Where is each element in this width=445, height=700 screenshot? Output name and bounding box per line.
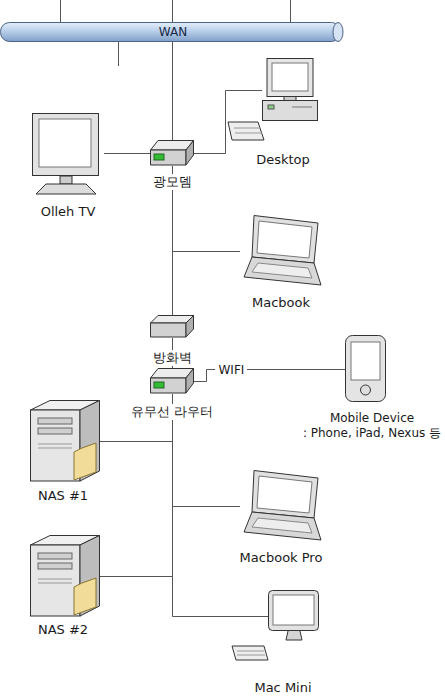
- nas-server: NAS #1: [30, 400, 100, 482]
- macmini-icon: [268, 590, 320, 642]
- server-icon: [30, 535, 100, 617]
- network-link: [104, 153, 150, 154]
- wan-tap-line: [172, 0, 173, 23]
- tv-icon: [32, 113, 104, 195]
- device-label: 유무선 라우터: [131, 404, 213, 420]
- wan-tap-line: [290, 0, 291, 23]
- firewall-device: 방화벽: [150, 315, 194, 338]
- firewall-icon: [150, 315, 194, 338]
- laptop-icon: [240, 215, 322, 287]
- network-link: [172, 42, 173, 140]
- device-label: : Phone, iPad, Nexus 등: [303, 426, 441, 441]
- link-label: WIFI: [215, 363, 247, 377]
- label-holder: Olleh TV: [39, 204, 98, 220]
- device-label: Macbook: [252, 295, 310, 311]
- label-holder: Mobile Device: Phone, iPad, Nexus 등: [301, 411, 443, 441]
- device-label: NAS #1: [38, 488, 88, 504]
- device-label: NAS #2: [38, 622, 88, 638]
- device-label: Mobile Device: [303, 411, 441, 426]
- wan-tap-line: [60, 0, 61, 23]
- iptv-set: Olleh TV: [32, 113, 104, 195]
- mobile-device: Mobile Device: Phone, iPad, Nexus 등: [345, 335, 387, 403]
- device-label: Olleh TV: [41, 204, 96, 220]
- wan-tap-line: [118, 41, 119, 66]
- modem-icon: [150, 368, 194, 394]
- label-holder: Mac Mini: [252, 680, 313, 696]
- label-holder: Desktop: [254, 152, 312, 168]
- server-icon: [30, 400, 100, 482]
- modem-icon: [150, 140, 194, 166]
- laptop: Macbook: [240, 215, 322, 287]
- label-holder: NAS #2: [36, 622, 90, 638]
- desktop-computer: Desktop: [262, 58, 318, 122]
- nas-server: NAS #2: [30, 535, 100, 617]
- device-label: Desktop: [256, 152, 310, 168]
- device-label: 방화벽: [153, 350, 192, 366]
- label-holder: NAS #1: [36, 488, 90, 504]
- label-holder: 유무선 라우터: [129, 404, 215, 420]
- laptop: Macbook Pro: [240, 470, 322, 542]
- label-holder: 광모뎀: [151, 174, 194, 190]
- wan-band: WAN: [0, 22, 346, 42]
- phone-icon: [345, 335, 387, 403]
- label-holder: 방화벽: [151, 350, 194, 366]
- label-holder: WAN: [0, 22, 346, 42]
- network-link: [100, 394, 173, 577]
- desktop-icon: [262, 58, 318, 122]
- connector-layer: [100, 42, 345, 617]
- wireless-router: 유무선 라우터: [150, 368, 194, 394]
- network-label: WAN: [159, 25, 187, 39]
- label-holder: Macbook Pro: [238, 550, 325, 566]
- laptop-icon: [240, 470, 322, 542]
- label-holder: Macbook: [250, 295, 312, 311]
- device-label: Macbook Pro: [240, 550, 323, 566]
- device-label: 광모뎀: [153, 174, 192, 190]
- optical-modem: 광모뎀: [150, 140, 194, 166]
- device-label: Mac Mini: [254, 680, 311, 696]
- mac-mini: Mac Mini: [268, 590, 320, 642]
